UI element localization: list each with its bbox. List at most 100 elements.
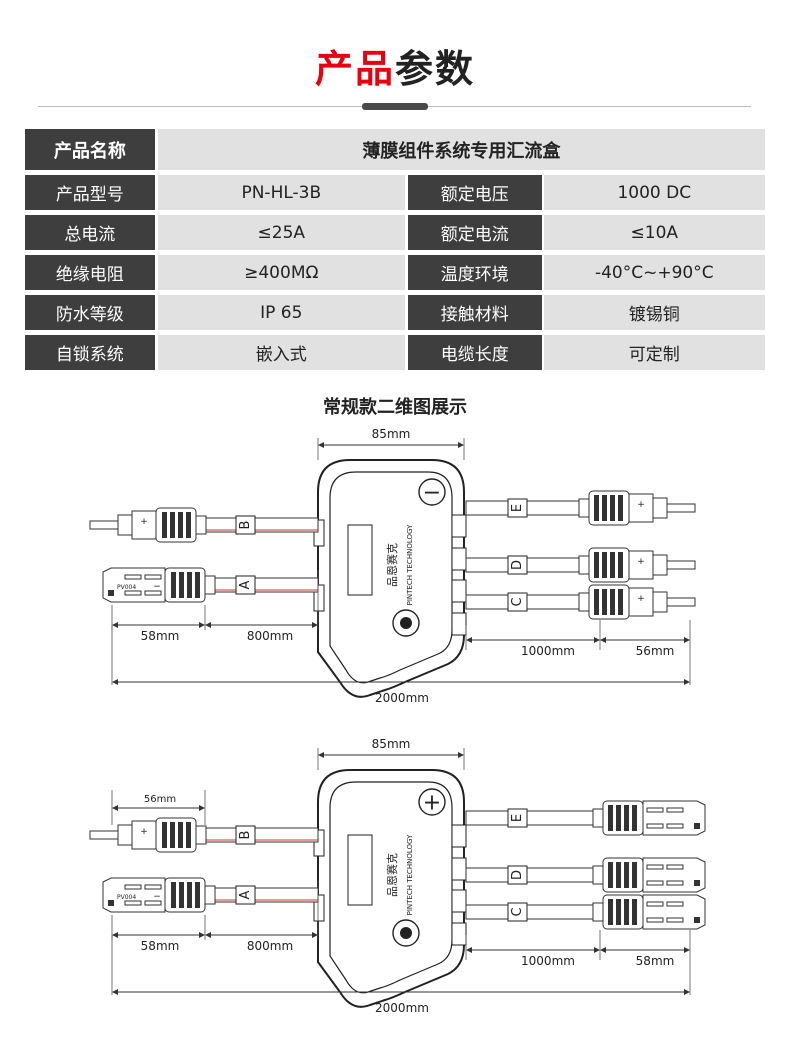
connector-slot [646,901,664,907]
nut-ridge [171,882,176,908]
nut-ridge [610,552,615,578]
left-conn-dim-label: 58mm [141,629,180,643]
width-dim-arrow-right [458,442,464,448]
label-window [347,524,373,596]
tag-a-box [235,575,256,595]
right-conn-dim-arrow-right [684,947,690,953]
connector-slot [666,864,684,870]
connector-slot [666,807,684,813]
right-cable-dim-arrow-left [466,947,472,953]
output-port [451,547,467,571]
output-port [451,922,467,946]
connector-pin [89,830,119,840]
spec-row: 产品型号 PN-HL-3B 额定电压 1000 DC [25,175,765,210]
spec-value: 可定制 [543,335,765,370]
spec-label: 电缆长度 [407,335,542,370]
nut-ridge [162,512,167,538]
nut-ridge [624,805,629,831]
right-connector-plus: + [578,584,696,620]
spec-value: IP 65 [157,295,405,330]
input-port [313,584,325,612]
connector-housing [642,857,706,893]
right-connector-minus [592,857,706,893]
brand-subtitle: PINTECH TECHNOLOGY [406,834,414,915]
plus-sign: + [637,500,645,510]
spec-row: 总电流 ≤25A 额定电流 ≤10A [25,215,765,250]
width-dim-label: 85mm [372,737,411,751]
brand-subtitle: PINTECH TECHNOLOGY [406,524,414,605]
connector-housing [628,493,654,523]
spec-value: PN-HL-3B [157,175,405,210]
width-dim-label: 85mm [372,427,411,441]
total-dim-arrow-right [684,679,690,685]
connector-slot [666,880,684,886]
output-port [451,612,467,636]
connector-slot [666,917,684,923]
spec-value: 1000 DC [543,175,765,210]
polarity-symbol-ring [418,478,446,506]
nut-ridge [187,882,192,908]
nut-ridge [602,495,607,521]
connector-slot [666,823,684,829]
plus-sign: + [637,594,645,604]
nut-ridge [608,862,613,888]
output-port [451,889,467,913]
connector-pin [666,503,696,513]
total-dim-arrow-left [112,989,118,995]
tag-b-box [235,515,256,535]
nut-ridge [594,495,599,521]
connector-latch [694,823,700,829]
right-connector-minus [592,894,706,930]
right-connector-plus: + [578,490,696,526]
nut-ridge [618,495,623,521]
connector-slot [124,884,142,890]
input-port [313,829,325,857]
width-dim-arrow-left [318,752,324,758]
connector-tail [592,902,604,922]
nut-ridge [602,552,607,578]
junction-box-outline [317,459,465,698]
spec-row-name: 产品名称 薄膜组件系统专用汇流盒 [25,129,765,170]
nut-ridge [186,512,191,538]
connector-neck [117,824,133,846]
cable-e [465,810,601,826]
page-title: 产品参数 [0,38,790,93]
connector-slot [144,574,162,580]
connector-latch [108,900,114,906]
nut-ridge [179,572,184,598]
connector-pin [666,560,696,570]
tag-c-letter: C [510,907,525,916]
nut-ridge [616,805,621,831]
connector-tail [204,575,216,595]
right-connector-minus [592,800,706,836]
tag-e-letter: E [510,504,525,512]
nut-ridge [610,589,615,615]
spec-label: 温度环境 [407,255,542,290]
plus-sign: + [637,557,645,567]
spec-label: 自锁系统 [25,335,155,370]
total-dim-label: 2000mm [375,1001,429,1015]
right-cable-dim-label: 1000mm [521,644,575,658]
tag-c-box [507,902,528,922]
cable-d [465,867,601,883]
width-dim-arrow-left [318,442,324,448]
tag-a-letter: A [238,580,253,589]
connector-housing [628,550,654,580]
left-conn-dim-arrow-left [112,932,118,938]
tag-d-letter: D [510,560,525,570]
nut-ridge [594,589,599,615]
tag-c-box [507,592,528,612]
total-dim-arrow-left [112,679,118,685]
nut-ridge [179,882,184,908]
nut-ridge [632,862,637,888]
left-connector-plus: + [89,507,207,543]
spec-label: 防水等级 [25,295,155,330]
input-port [313,519,325,547]
width-dim-arrow-right [458,752,464,758]
output-port [451,824,467,848]
connector-housing [628,587,654,617]
connector-tail [578,592,590,612]
connector-pin [666,597,696,607]
tag-e-box [507,498,528,518]
